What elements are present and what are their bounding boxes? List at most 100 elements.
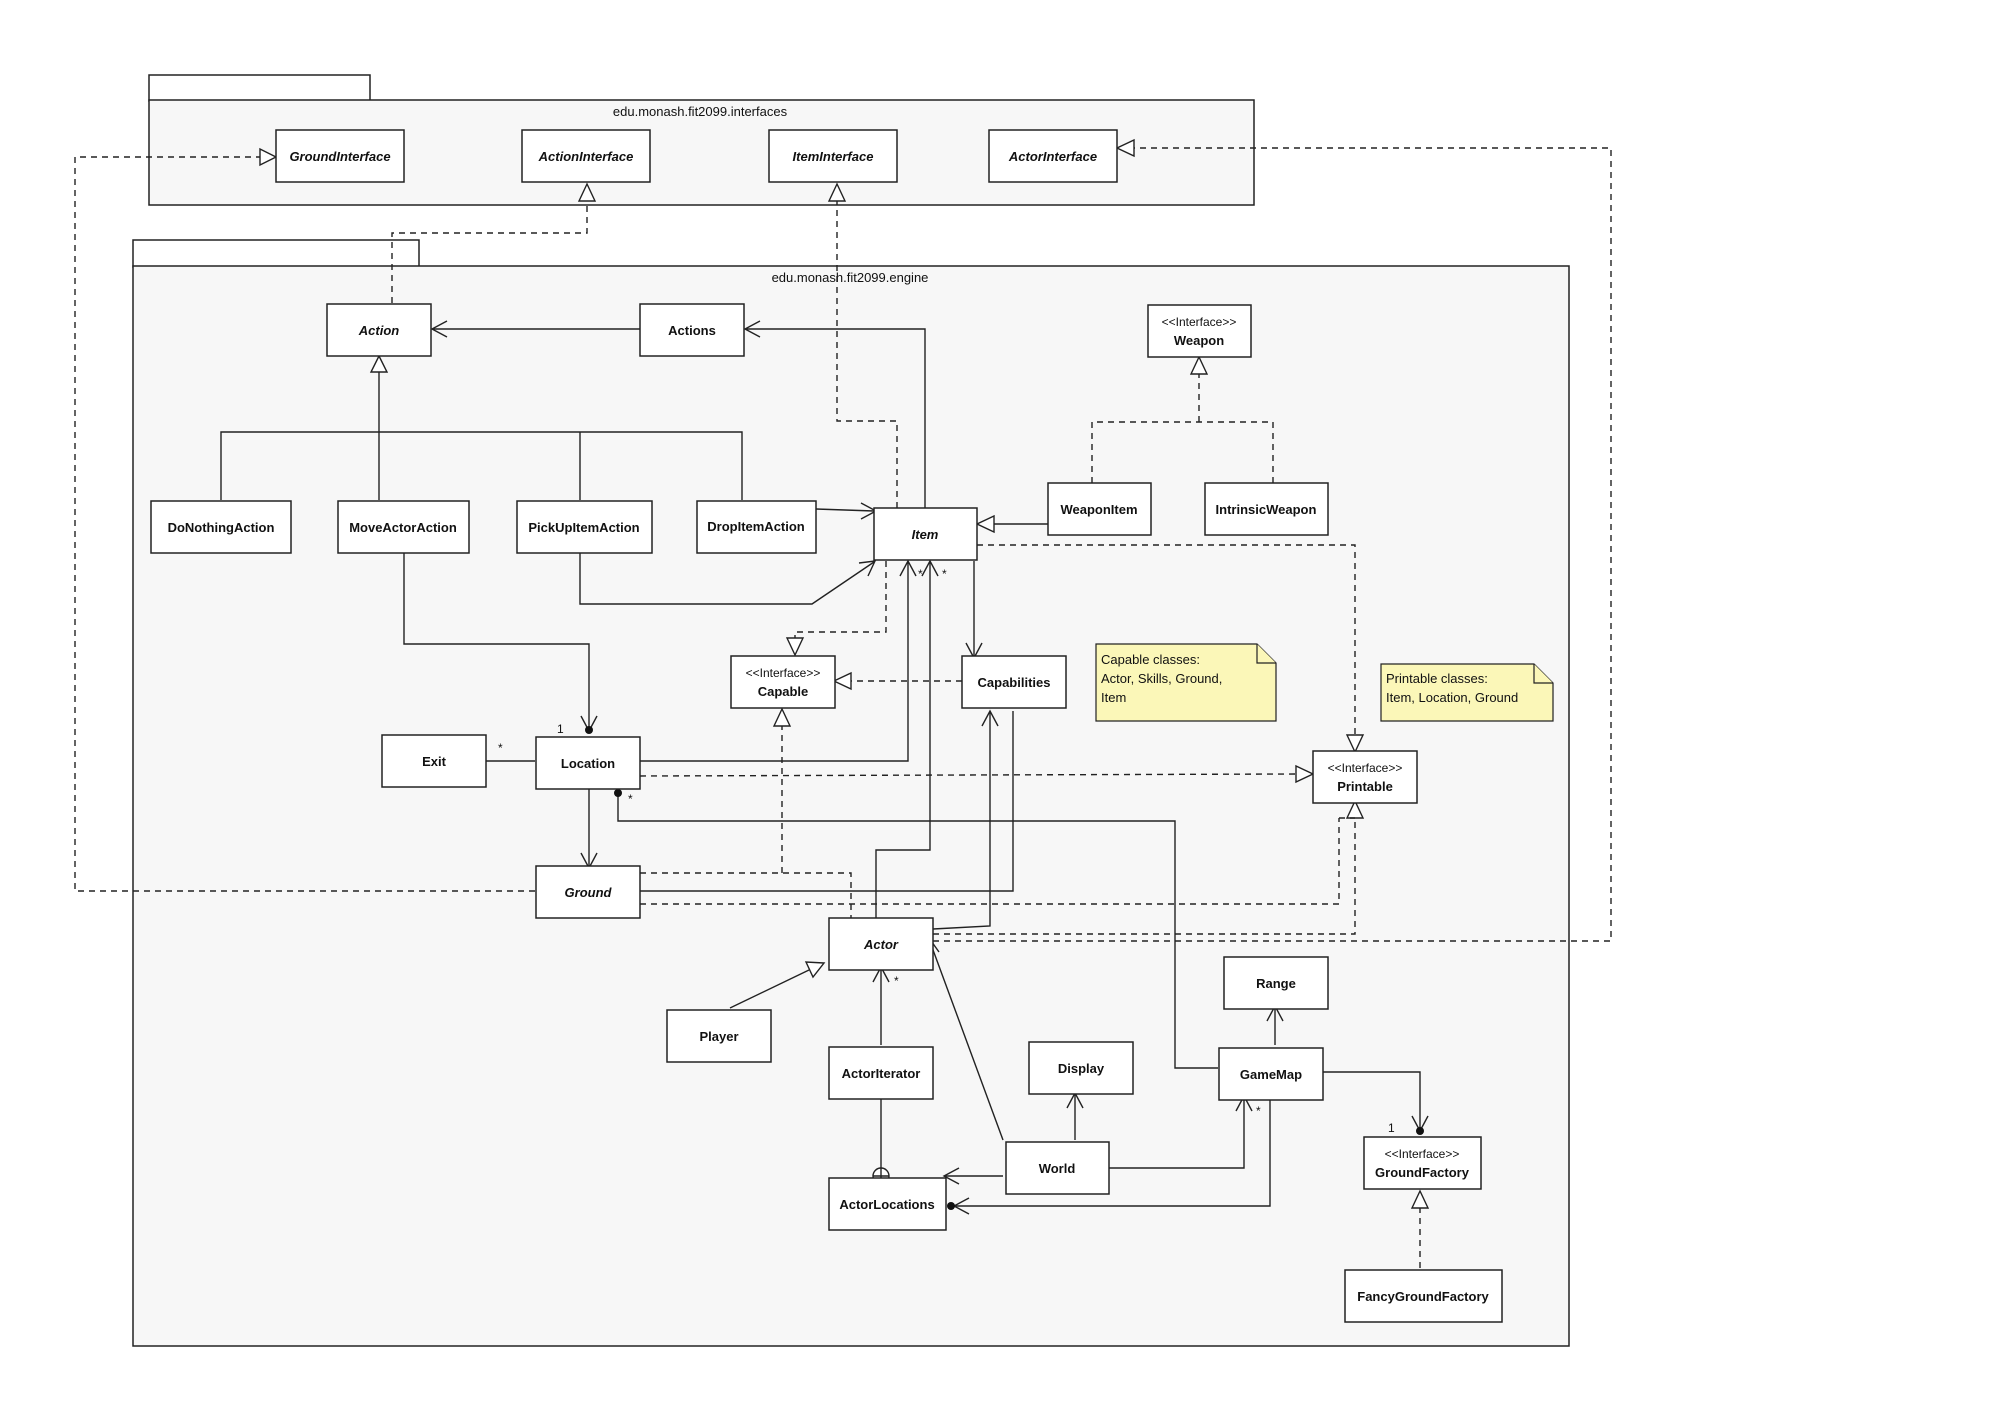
mult-location-star: * (628, 792, 633, 806)
class-exit[interactable]: Exit (381, 734, 487, 788)
class-gamemap[interactable]: GameMap (1218, 1047, 1324, 1101)
edge-moveactoraction-to-location (403, 553, 590, 730)
svg-text:PickUpItemAction: PickUpItemAction (528, 520, 639, 535)
location-composition-dot (585, 726, 593, 734)
svg-text:<<Interface>>: <<Interface>> (1328, 761, 1403, 775)
edges: * 1 * * * (74, 138, 1612, 1268)
svg-text:MoveActorAction: MoveActorAction (349, 520, 457, 535)
edge-item-to-actions (746, 328, 926, 508)
svg-text:Actions: Actions (668, 323, 716, 338)
edge-item-realizes-iteminterface (836, 201, 898, 508)
class-donothingaction[interactable]: DoNothingAction (150, 500, 292, 554)
edge-action-realizes-actioninterface (391, 201, 588, 303)
note-capable-line-3: Item (1101, 690, 1126, 705)
svg-text:DropItemAction: DropItemAction (707, 519, 805, 534)
class-pickupitemaction[interactable]: PickUpItemAction (516, 500, 653, 554)
class-weapon[interactable]: <<Interface>> Weapon (1147, 304, 1252, 358)
class-location[interactable]: Location (535, 736, 641, 790)
svg-text:ActorIterator: ActorIterator (842, 1066, 921, 1081)
class-groundinterface[interactable]: GroundInterface (275, 129, 405, 183)
svg-text:Item: Item (912, 527, 939, 542)
class-item[interactable]: Item (873, 507, 978, 561)
class-actions[interactable]: Actions (639, 303, 745, 357)
package-engine-label: edu.monash.fit2099.engine (772, 270, 929, 285)
svg-text:Exit: Exit (422, 754, 447, 769)
note-capable-line-1: Capable classes: (1101, 652, 1200, 667)
svg-text:Actor: Actor (863, 937, 899, 952)
svg-text:<<Interface>>: <<Interface>> (746, 666, 821, 680)
class-dropitemaction[interactable]: DropItemAction (696, 500, 817, 554)
svg-text:Display: Display (1058, 1061, 1105, 1076)
svg-text:Player: Player (699, 1029, 738, 1044)
note-capable-line-2: Actor, Skills, Ground, (1101, 671, 1222, 686)
note-printable-line-1: Printable classes: (1386, 671, 1488, 686)
svg-text:Location: Location (561, 756, 615, 771)
svg-text:DoNothingAction: DoNothingAction (168, 520, 275, 535)
class-actioninterface[interactable]: ActionInterface (521, 129, 651, 183)
svg-text:Action: Action (358, 323, 400, 338)
class-display[interactable]: Display (1028, 1041, 1134, 1095)
edge-actor-to-capabilities (932, 712, 991, 930)
edge-ground-realizes-groundinterface (74, 156, 535, 892)
package-engine: edu.monash.fit2099.engine (132, 239, 1570, 1347)
class-world[interactable]: World (1005, 1141, 1110, 1195)
svg-text:GameMap: GameMap (1240, 1067, 1302, 1082)
mult-gamemap-star: * (1256, 1104, 1261, 1118)
package-interfaces-label: edu.monash.fit2099.interfaces (613, 104, 788, 119)
edge-player-extends-actor (729, 969, 810, 1009)
svg-text:Capabilities: Capabilities (978, 675, 1051, 690)
class-player[interactable]: Player (666, 1009, 772, 1063)
class-printable[interactable]: <<Interface>> Printable (1312, 750, 1418, 804)
class-ground[interactable]: Ground (535, 865, 641, 919)
class-actorinterface[interactable]: ActorInterface (988, 129, 1118, 183)
edge-dropitemaction-to-item (815, 508, 875, 512)
svg-text:Range: Range (1256, 976, 1296, 991)
class-intrinsicweapon[interactable]: IntrinsicWeapon (1204, 482, 1329, 536)
svg-text:ActorInterface: ActorInterface (1008, 149, 1097, 164)
class-groundfactory[interactable]: <<Interface>> GroundFactory (1363, 1136, 1482, 1190)
edge-action-generalization-tree (220, 372, 743, 500)
svg-text:<<Interface>>: <<Interface>> (1385, 1147, 1460, 1161)
class-actor[interactable]: Actor (828, 917, 934, 971)
edge-pickupitemaction-to-item (579, 553, 875, 605)
class-fancygroundfactory[interactable]: FancyGroundFactory (1344, 1269, 1503, 1323)
svg-text:Capable: Capable (758, 684, 809, 699)
note-printable-line-2: Item, Location, Ground (1386, 690, 1518, 705)
edge-actor-to-item (875, 562, 931, 918)
class-actoriterator[interactable]: ActorIterator (828, 1046, 934, 1100)
class-moveactoraction[interactable]: MoveActorAction (337, 500, 470, 554)
svg-text:WeaponItem: WeaponItem (1060, 502, 1137, 517)
svg-text:GroundFactory: GroundFactory (1375, 1165, 1470, 1180)
svg-text:<<Interface>>: <<Interface>> (1162, 315, 1237, 329)
svg-text:Printable: Printable (1337, 779, 1393, 794)
edge-weapon-realizations (1091, 374, 1274, 483)
note-capable-classes: Capable classes: Actor, Skills, Ground, … (1095, 643, 1277, 722)
edge-ground-realizes-printable (640, 818, 1340, 905)
class-iteminterface[interactable]: ItemInterface (768, 129, 898, 183)
svg-text:ActionInterface: ActionInterface (538, 149, 634, 164)
edge-ground-realizes-capable (640, 726, 852, 918)
edge-item-realizes-capable (794, 561, 887, 638)
edge-gamemap-to-groundfactory (1321, 1071, 1421, 1130)
svg-text:Ground: Ground (565, 885, 613, 900)
edge-location-to-item (640, 562, 909, 762)
edge-gamemap-to-actorlocations (955, 1097, 1271, 1207)
svg-text:Weapon: Weapon (1174, 333, 1224, 348)
svg-text:ItemInterface: ItemInterface (793, 149, 874, 164)
class-range[interactable]: Range (1223, 956, 1329, 1010)
edge-world-to-gamemap (1108, 1097, 1245, 1169)
class-capable[interactable]: <<Interface>> Capable (730, 655, 836, 709)
class-actorlocations[interactable]: ActorLocations (828, 1177, 947, 1231)
note-printable-classes: Printable classes: Item, Location, Groun… (1380, 663, 1554, 722)
class-action[interactable]: Action (326, 303, 432, 357)
svg-text:FancyGroundFactory: FancyGroundFactory (1357, 1289, 1489, 1304)
class-capabilities[interactable]: Capabilities (961, 655, 1067, 709)
mult-exit-location: * (498, 741, 503, 755)
class-weaponitem[interactable]: WeaponItem (1047, 482, 1152, 536)
edge-location-gamemap (617, 793, 1218, 1069)
edge-actor-realizes-actorinterface (933, 147, 1612, 942)
mult-groundfactory-one: 1 (1388, 1121, 1395, 1135)
mult-item-star-a: * (918, 567, 923, 581)
edge-item-realizes-printable (977, 544, 1356, 735)
